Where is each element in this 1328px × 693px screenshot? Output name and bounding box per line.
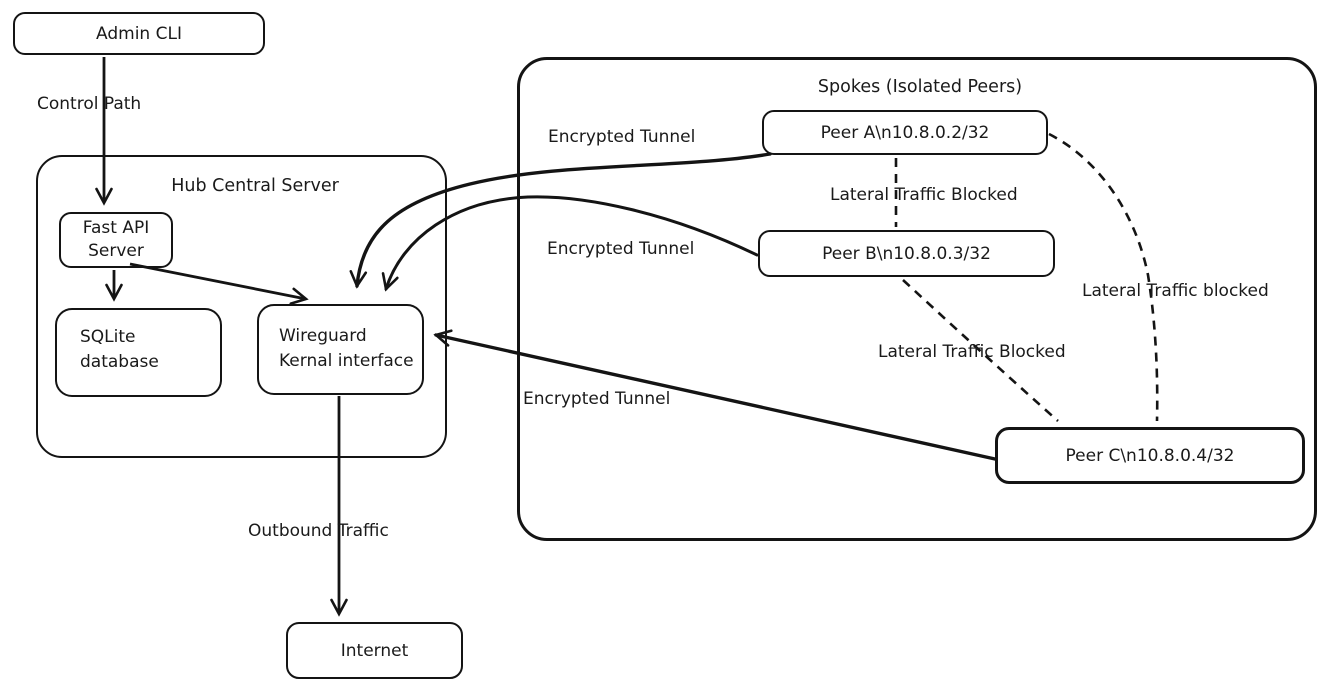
fast-api-server-node: Fast API Server [59,212,173,268]
encrypted-tunnel-c-label: Encrypted Tunnel [523,389,671,409]
wireguard-label-line2: Kernal interface [279,351,414,371]
lateral-traffic-blocked-ab-label: Lateral Traffic Blocked [830,185,1018,205]
sqlite-label-line2: database [80,352,159,372]
outbound-traffic-label: Outbound Traffic [248,521,389,541]
peer-b-label: Peer B\n10.8.0.3/32 [822,243,991,264]
peer-c-label: Peer C\n10.8.0.4/32 [1065,445,1235,466]
sqlite-database-node: SQLite database [55,308,222,397]
fast-api-label-line1: Fast API [82,218,150,238]
hub-central-server-box [36,155,447,458]
peer-c-node: Peer C\n10.8.0.4/32 [995,427,1305,484]
encrypted-tunnel-b-label: Encrypted Tunnel [547,239,695,259]
admin-cli-node: Admin CLI [13,12,265,55]
fast-api-label-line2: Server [88,241,144,261]
wireguard-kernel-interface-node: Wireguard Kernal interface [257,304,424,395]
peer-b-node: Peer B\n10.8.0.3/32 [758,230,1055,277]
admin-cli-label: Admin CLI [96,23,182,44]
internet-label: Internet [340,640,409,661]
spokes-title: Spokes (Isolated Peers) [817,77,1023,97]
spokes-container-box [517,57,1317,541]
peer-a-label: Peer A\n10.8.0.2/32 [820,122,990,143]
hub-title: Hub Central Server [171,176,339,196]
wireguard-label-line1: Wireguard [279,326,367,346]
lateral-traffic-blocked-bc-label: Lateral Traffic Blocked [878,342,1066,362]
peer-a-node: Peer A\n10.8.0.2/32 [762,110,1048,155]
sqlite-label-line1: SQLite [80,327,136,347]
internet-node: Internet [286,622,463,679]
lateral-traffic-blocked-ac-label: Lateral Traffic blocked [1082,281,1269,301]
encrypted-tunnel-a-label: Encrypted Tunnel [548,127,696,147]
control-path-label: Control Path [37,94,142,114]
